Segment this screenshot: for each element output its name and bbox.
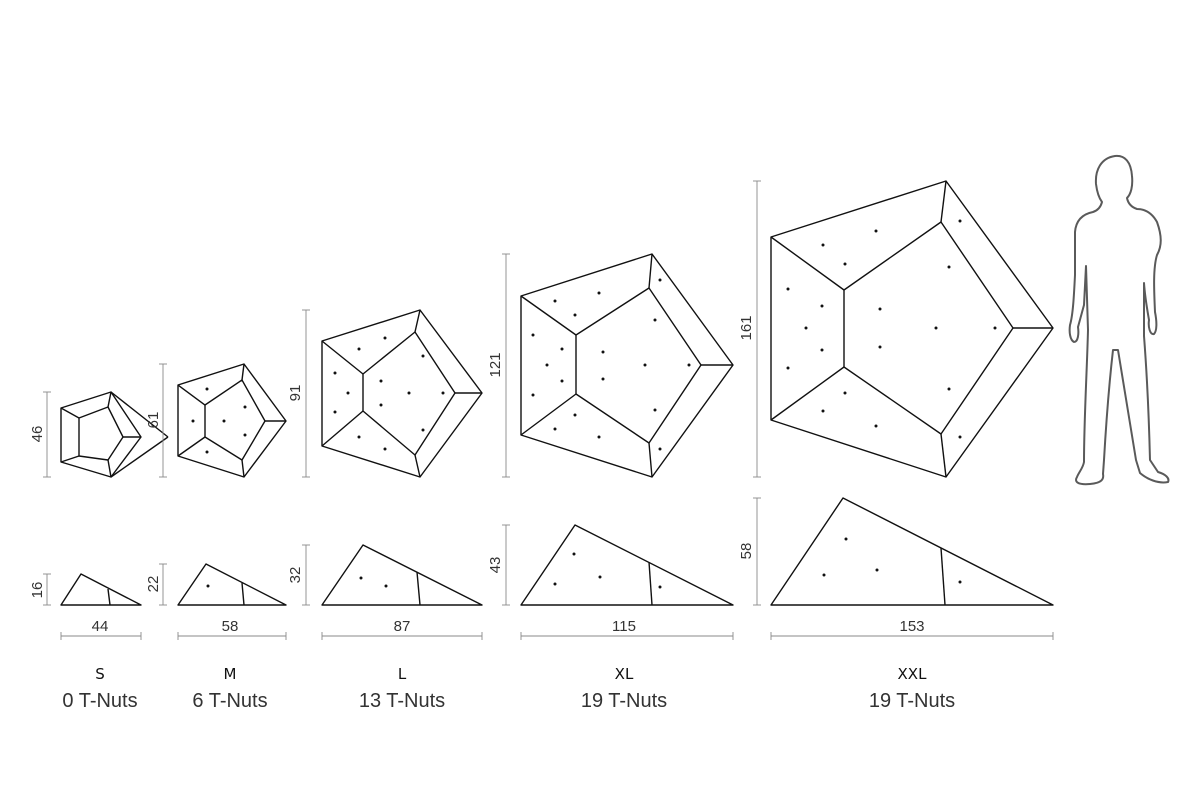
hold-s-front-view [60, 391, 169, 478]
hold-m-size-label: M [224, 665, 237, 683]
hold-xxl: 161 58 153 XXL 19 T-Nuts [738, 180, 1054, 712]
hold-s-size-label: S [95, 665, 105, 683]
hold-s-tnuts-label: 0 T-Nuts [62, 690, 137, 712]
hold-m: 61 22 58 M 6 T-Nuts [145, 363, 287, 712]
hold-s-depth-label: 16 [29, 582, 46, 599]
hold-xl-size-label: XL [615, 665, 634, 683]
hold-xl: 121 43 115 XL 19 T-Nuts [487, 253, 734, 712]
hold-xl-height-label: 121 [487, 352, 504, 377]
hold-s-width-dimension: 44 [60, 618, 142, 640]
hold-m-tnuts-label: 6 T-Nuts [192, 690, 267, 712]
hold-l-height-dimension: 91 [287, 309, 310, 478]
hold-l-size-label: L [398, 665, 407, 683]
hold-xxl-side-view [770, 497, 1054, 606]
hold-xl-side-view [520, 524, 734, 606]
hold-xxl-width-label: 153 [899, 618, 924, 635]
hold-l-tnuts-label: 13 T-Nuts [359, 690, 445, 712]
hold-m-height-label: 61 [145, 412, 162, 429]
hold-xl-front-view [520, 253, 734, 478]
hold-xl-depth-label: 43 [487, 557, 504, 574]
hold-xl-width-label: 115 [612, 618, 636, 635]
hold-l-height-label: 91 [287, 385, 304, 402]
hold-s-height-dimension: 46 [29, 391, 51, 478]
hold-l-side-view [321, 544, 483, 606]
hold-m-front-view [177, 363, 287, 478]
hold-xxl-depth-dimension: 58 [738, 497, 761, 606]
hold-l-width-dimension: 87 [321, 618, 483, 640]
hold-xxl-size-label: XXL [898, 665, 928, 683]
hold-m-depth-dimension: 22 [145, 563, 167, 606]
hold-s-depth-dimension: 16 [29, 573, 51, 606]
hold-xxl-tnuts-label: 19 T-Nuts [869, 690, 955, 712]
hold-l-depth-label: 32 [287, 567, 304, 584]
hold-l-width-label: 87 [394, 618, 411, 635]
hold-s-side-view [60, 573, 142, 606]
hold-xxl-height-dimension: 161 [738, 180, 761, 478]
hold-l-front-view [321, 309, 483, 478]
hold-s-width-label: 44 [92, 618, 109, 635]
hold-xl-height-dimension: 121 [487, 253, 510, 478]
hold-m-side-view [177, 563, 287, 606]
hold-xxl-depth-label: 58 [738, 543, 755, 560]
hold-s: 46 16 44 S 0 T-Nuts [29, 391, 169, 712]
hold-m-width-dimension: 58 [177, 618, 287, 640]
human-scale-silhouette [1068, 154, 1170, 486]
hold-xxl-front-view [770, 180, 1054, 478]
hold-m-depth-label: 22 [145, 576, 162, 593]
hold-l: 91 32 87 L 13 T-Nuts [287, 309, 483, 712]
hold-xxl-height-label: 161 [738, 315, 755, 340]
hold-s-height-label: 46 [29, 426, 46, 443]
hold-m-width-label: 58 [222, 618, 239, 635]
hold-xl-width-dimension: 115 [520, 618, 734, 640]
hold-xl-depth-dimension: 43 [487, 524, 510, 606]
hold-xl-tnuts-label: 19 T-Nuts [581, 690, 667, 712]
hold-l-depth-dimension: 32 [287, 544, 310, 606]
hold-m-height-dimension: 61 [145, 363, 167, 478]
hold-xxl-width-dimension: 153 [770, 618, 1054, 640]
